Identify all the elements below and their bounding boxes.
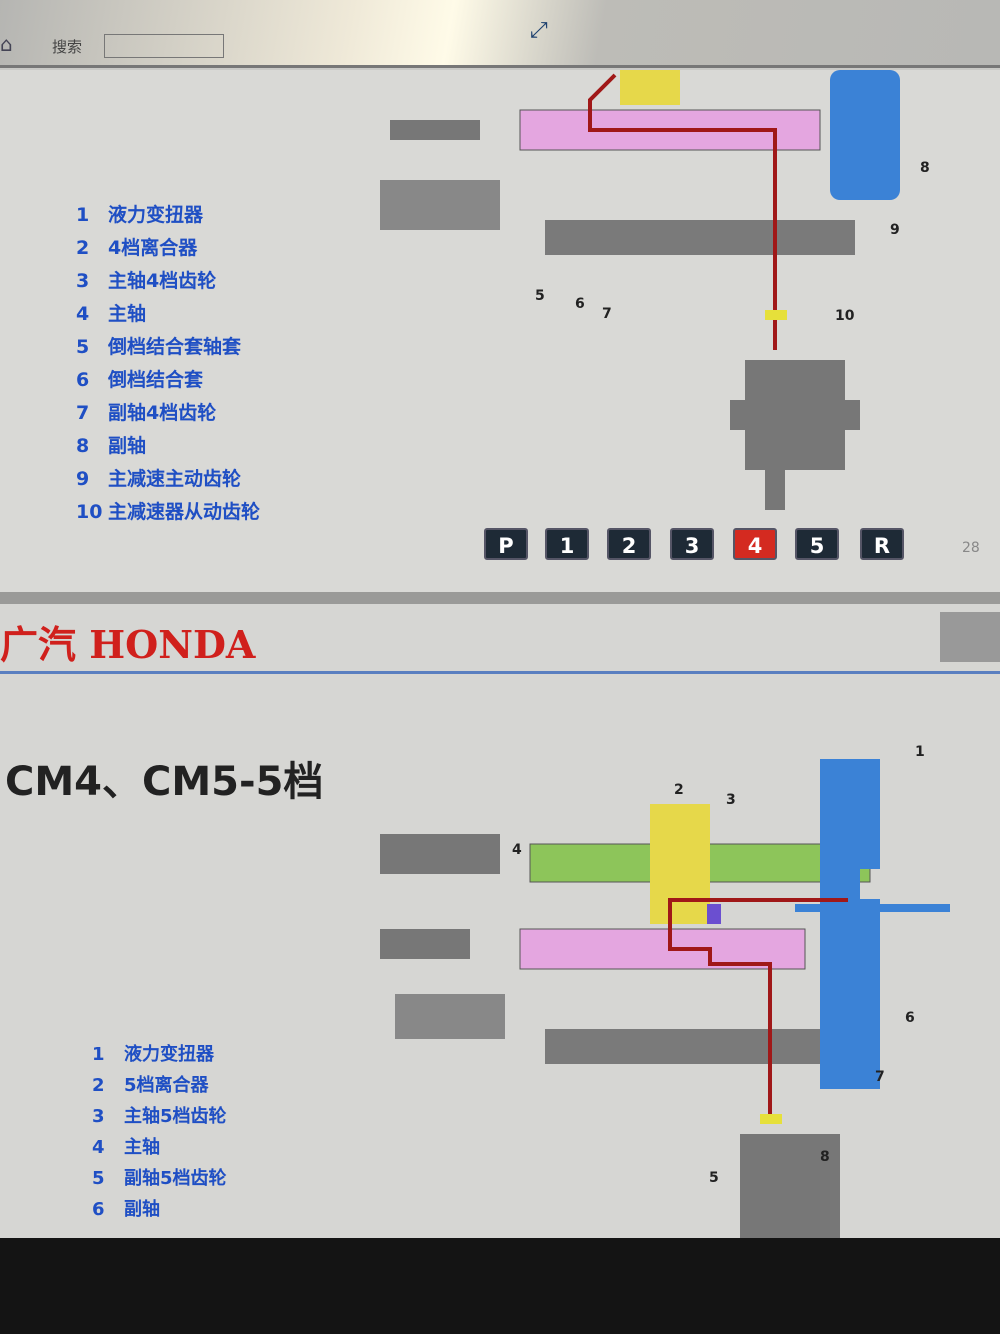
diagram-label: 5: [535, 288, 545, 304]
header-line: [0, 671, 1000, 674]
gear-button-4[interactable]: 4: [733, 528, 777, 560]
diagram-label: 2: [674, 782, 684, 798]
gear-button-2[interactable]: 2: [607, 528, 651, 560]
search-input[interactable]: [104, 34, 224, 58]
slide-title: CM4、CM5-5档: [5, 759, 324, 805]
diagram-label: 7: [602, 306, 612, 322]
gear-logo-icon: [940, 612, 1000, 662]
diagram-label: 6: [575, 296, 585, 312]
diagram-label: 7: [875, 1069, 885, 1085]
diagram-label: 1: [915, 744, 925, 760]
diagram-label: 9: [890, 222, 900, 238]
honda-logo: 广汽 HONDA: [0, 622, 256, 667]
gear-button-1[interactable]: 1: [545, 528, 589, 560]
slide-separator: [0, 592, 1000, 604]
diagram-label: 6: [905, 1010, 915, 1026]
page-number: 28: [962, 540, 980, 556]
gear-button-p[interactable]: P: [484, 528, 528, 560]
diagram-label: 8: [820, 1149, 830, 1165]
gear-button-r[interactable]: R: [860, 528, 904, 560]
diagram-label: 3: [726, 792, 736, 808]
gear-button-5[interactable]: 5: [795, 528, 839, 560]
fullscreen-icon[interactable]: ⤢: [530, 18, 548, 43]
viewer-toolbar: ⌂ 搜索 ⤢: [0, 0, 1000, 68]
diagram-label: 5: [709, 1170, 719, 1186]
diagram-label: 10: [835, 308, 855, 324]
diagram-label: 8: [920, 160, 930, 176]
home-icon[interactable]: ⌂: [0, 32, 13, 56]
transmission-diagram-5th: [380, 759, 950, 1238]
gear-button-3[interactable]: 3: [670, 528, 714, 560]
monitor-bezel: [0, 1238, 1000, 1334]
transmission-diagram-4th: [380, 70, 900, 510]
diagram-label: 4: [512, 842, 522, 858]
search-label: 搜索: [52, 38, 83, 56]
